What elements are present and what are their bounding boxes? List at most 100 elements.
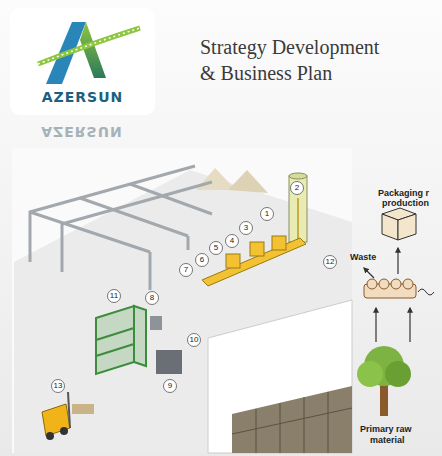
forklift-mast <box>68 392 70 428</box>
cycle-label: material <box>370 435 405 445</box>
steel-frame <box>30 166 212 290</box>
cycle-arrow <box>397 248 398 274</box>
box-icon <box>382 208 416 240</box>
callout-number: 10 <box>190 336 199 344</box>
storage-racks <box>232 386 352 453</box>
logo-letter-right <box>80 22 106 78</box>
callout-circle <box>52 380 65 393</box>
callout-number: 6 <box>200 256 204 264</box>
frame-post <box>187 236 190 250</box>
press-block <box>156 350 182 374</box>
silo-body <box>289 176 307 242</box>
carton-cup <box>379 279 389 289</box>
carton-cup <box>391 279 401 289</box>
frame-post <box>149 252 152 290</box>
callout-number: 12 <box>326 258 335 266</box>
rack <box>134 306 146 366</box>
callout-number: 4 <box>230 237 234 245</box>
callout-number: 9 <box>168 382 172 390</box>
callout-circle <box>188 334 201 347</box>
callout-circle <box>180 264 193 277</box>
callout-number: 5 <box>214 244 218 252</box>
callout-circle <box>108 290 121 303</box>
silo-stripe <box>297 198 299 240</box>
callout-number: 7 <box>184 266 188 274</box>
rack-shelf <box>96 328 134 340</box>
cycle-arrow <box>375 308 376 342</box>
tree-trunk <box>380 384 388 416</box>
callout-circle <box>240 222 253 235</box>
callout-number: 3 <box>244 224 248 232</box>
egg-carton <box>364 279 416 298</box>
callout-circle <box>210 242 223 255</box>
rack-lines <box>232 392 352 453</box>
floor <box>14 170 352 453</box>
callout-circle <box>196 254 209 267</box>
callout-circle <box>261 208 274 221</box>
forklift-body <box>42 404 70 436</box>
cycle-label: Waste <box>350 252 376 262</box>
forklift <box>42 392 94 440</box>
tree-icon <box>357 346 411 416</box>
illustration-ground <box>12 148 352 453</box>
machine <box>250 242 264 256</box>
sand-pile <box>228 170 268 193</box>
rack-line <box>280 403 281 453</box>
silo-top <box>289 173 307 179</box>
carton-cup <box>403 279 413 289</box>
carton-cup <box>367 279 377 289</box>
frame-truss <box>130 184 212 214</box>
callout-circle <box>324 256 337 269</box>
callout-circle <box>164 380 177 393</box>
callout-number: 1 <box>265 210 269 218</box>
machine <box>226 254 240 268</box>
callout-number: 2 <box>295 184 299 192</box>
wheel <box>46 432 54 440</box>
logo <box>10 8 155 115</box>
logo-reflection: AZERSUN <box>41 124 123 140</box>
callout-number: 11 <box>110 292 118 300</box>
cycle-label: Primary raw <box>360 424 412 434</box>
rack-line <box>328 392 329 453</box>
yellow-machines <box>202 236 306 286</box>
callout-circle <box>291 182 304 195</box>
frame-beam <box>30 166 195 262</box>
tree-crown <box>385 361 411 387</box>
rack-line <box>232 408 352 434</box>
packaging-cycle <box>357 208 434 416</box>
conveyor <box>202 238 306 286</box>
cycle-label: production <box>382 198 429 208</box>
cycle-arrow <box>364 268 374 278</box>
box-face <box>382 214 398 240</box>
logo-panel <box>10 8 155 115</box>
factory-illustration <box>12 148 352 453</box>
logo-swoosh <box>38 28 140 64</box>
wheel <box>60 427 68 435</box>
rack-shelf <box>96 344 134 356</box>
slide-title: Strategy Development & Business Plan <box>200 34 392 86</box>
rack <box>96 306 134 374</box>
logo-film-holes <box>38 28 140 64</box>
box-face <box>398 214 416 240</box>
cycle-arrow <box>409 308 410 342</box>
callout-circle <box>146 292 159 305</box>
pallet <box>72 404 94 414</box>
callout-circle <box>226 235 239 248</box>
machine <box>272 236 286 250</box>
callout-number: 8 <box>150 294 154 302</box>
silo <box>289 173 307 242</box>
press-part <box>150 316 162 330</box>
callout-circles <box>52 182 337 393</box>
frame-beam <box>62 182 212 272</box>
logo-box: AZERSUN <box>10 8 155 115</box>
frame-truss <box>30 212 150 252</box>
rack-line <box>304 397 305 453</box>
callout-number: 13 <box>54 382 63 390</box>
logo-wordmark: AZERSUN <box>42 89 124 105</box>
tree-crown <box>357 361 383 387</box>
spring-arrow <box>418 289 434 295</box>
storage-wall <box>208 300 352 453</box>
cycle-label: Packaging r <box>378 188 429 198</box>
rack-line <box>256 409 257 453</box>
